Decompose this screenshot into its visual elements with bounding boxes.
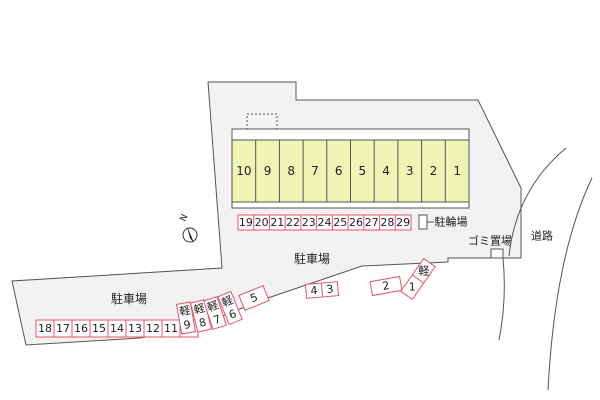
parking-space-number: 25 bbox=[333, 216, 347, 229]
parking-space-kei-mark: 軽 bbox=[206, 298, 220, 314]
garbage-label: ゴミ置場 bbox=[468, 234, 512, 248]
parking-right-group: 2 bbox=[369, 275, 403, 297]
parking-row-west: 181716151413121110 bbox=[35, 319, 199, 338]
unit-number: 7 bbox=[311, 164, 319, 178]
garbage-box bbox=[490, 248, 504, 259]
parking-space-kei-mark: 軽 bbox=[178, 304, 191, 319]
parking-space-kei: 軽9 bbox=[175, 301, 197, 335]
road-label: 道路 bbox=[531, 229, 553, 243]
parking-space-kei-mark: 軽 bbox=[220, 293, 235, 309]
parking-space-number: 8 bbox=[198, 316, 208, 330]
parking-space-kei: 軽8 bbox=[189, 299, 213, 333]
parking-row-frame bbox=[237, 214, 412, 231]
parking-space-kei-mark: 軽 bbox=[192, 302, 206, 317]
parking-space-number: 3 bbox=[326, 283, 334, 297]
parking-space-number: 28 bbox=[380, 216, 394, 229]
parking-space-kei-mark: 軽 bbox=[418, 264, 429, 277]
parking-space-group: 2 bbox=[369, 275, 403, 297]
parking-space-frame bbox=[203, 295, 227, 331]
parking-space-number: 24 bbox=[318, 216, 332, 229]
parking-space-frame bbox=[238, 285, 270, 311]
parking-space-number: 15 bbox=[92, 322, 106, 335]
parking-space-frame bbox=[217, 290, 243, 326]
parking-space-divider bbox=[411, 274, 425, 284]
unit-number: 9 bbox=[264, 164, 272, 178]
parking-space-number: 22 bbox=[286, 216, 300, 229]
parking-space-number: 7 bbox=[212, 312, 223, 327]
building-roof bbox=[231, 128, 470, 141]
parking-space-number: 2 bbox=[381, 279, 390, 293]
parking-space-frame bbox=[175, 301, 197, 335]
parking-space-kei-1: 1 軽 bbox=[400, 257, 436, 301]
parking-row-west-end: 5 bbox=[238, 285, 270, 311]
parking-space-divider bbox=[320, 282, 324, 298]
road-curve-right bbox=[547, 177, 593, 391]
lot-outline bbox=[11, 81, 522, 346]
parking-space-number: 9 bbox=[183, 318, 192, 332]
road: 道路 bbox=[498, 147, 593, 391]
parking-space-number: 4 bbox=[310, 284, 318, 298]
building-balcony bbox=[231, 201, 470, 209]
parking-space-number: 23 bbox=[302, 216, 316, 229]
building-units: 10 9 8 7 6 5 4 3 2 1 bbox=[236, 140, 461, 202]
unit-number: 4 bbox=[382, 164, 390, 178]
parking-space-number: 18 bbox=[38, 322, 52, 335]
parking-space-number: 20 bbox=[255, 216, 269, 229]
parking-space-number: 19 bbox=[239, 216, 253, 229]
unit-number: 1 bbox=[453, 164, 461, 178]
building: 10 9 8 7 6 5 4 3 2 1 bbox=[231, 128, 470, 209]
bicycle-parking: 駐輪場 bbox=[418, 214, 468, 230]
parking-space-number: 14 bbox=[110, 322, 124, 335]
parking-space-frame bbox=[369, 275, 403, 297]
unit-number: 3 bbox=[406, 164, 414, 178]
bicycle-parking-label: 駐輪場 bbox=[435, 215, 468, 229]
parking-space-number: 5 bbox=[248, 291, 259, 306]
parking-space-number: 26 bbox=[349, 216, 363, 229]
parking-space-number: 16 bbox=[74, 322, 88, 335]
parking-space-number: 1 bbox=[409, 281, 416, 294]
parking-space-number: 21 bbox=[270, 216, 284, 229]
unit-number: 2 bbox=[430, 164, 438, 178]
parking-space-kei: 軽7 bbox=[203, 295, 227, 331]
parking-label-main: 駐車場 bbox=[294, 251, 330, 266]
north-arrow-needle bbox=[187, 226, 194, 243]
road-curve-left bbox=[498, 147, 567, 341]
parking-space-kei: 軽6 bbox=[217, 290, 243, 326]
parking-space-number: 17 bbox=[56, 322, 70, 335]
unit-number: 10 bbox=[236, 164, 251, 178]
parking-space-number: 13 bbox=[128, 322, 142, 335]
unit-number: 6 bbox=[335, 164, 343, 178]
garbage-area: ゴミ置場 bbox=[468, 234, 512, 259]
parking-space-group: 5 bbox=[238, 285, 270, 311]
unit-number: 8 bbox=[287, 164, 295, 178]
bicycle-parking-rack bbox=[418, 214, 428, 230]
unit-number: 5 bbox=[359, 164, 367, 178]
parking-space-number: 11 bbox=[164, 322, 178, 335]
north-arrow: N bbox=[179, 213, 198, 243]
north-label: N bbox=[179, 213, 191, 223]
parking-space-number: 12 bbox=[146, 322, 160, 335]
parking-space-number: 6 bbox=[227, 307, 238, 322]
parking-space-number: 27 bbox=[365, 216, 379, 229]
parking-label-west: 駐車場 bbox=[111, 291, 147, 306]
parking-space-number: 29 bbox=[396, 216, 410, 229]
